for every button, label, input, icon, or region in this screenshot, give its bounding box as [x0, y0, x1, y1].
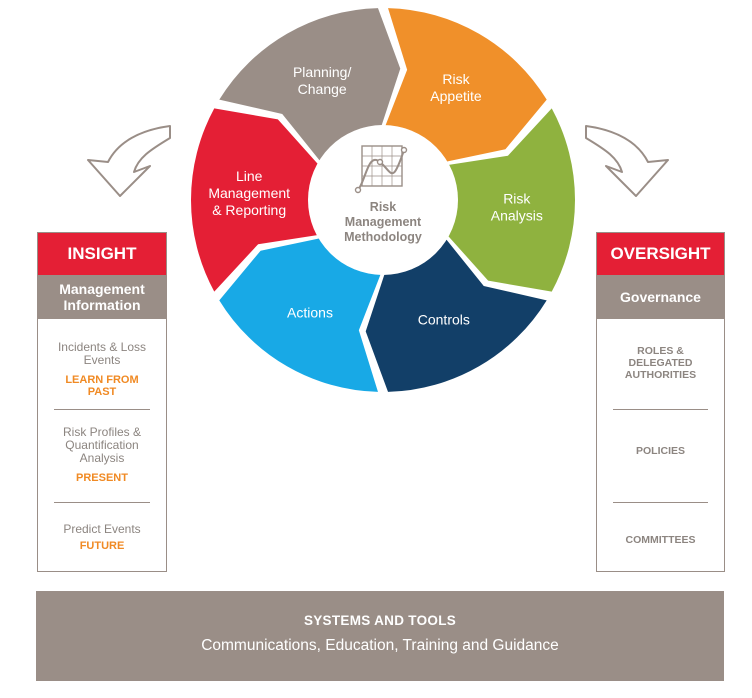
oversight-panel: OVERSIGHT Governance ROLES & DELEGATED A… [596, 232, 725, 572]
segment-planning-label-line2: Change [298, 81, 347, 97]
insight-item-past: Incidents & Loss Events LEARN FROM PAST [38, 340, 166, 399]
insight-tag-present: PRESENT [76, 472, 128, 484]
segment-risk-appetite [384, 8, 547, 162]
insight-item-future: Predict Events FUTURE [38, 522, 166, 553]
segment-risk-analysis-label-line2: Analysis [491, 208, 543, 224]
insight-item-present: Risk Profiles & Quantification Analysis … [38, 425, 166, 485]
curved-arrow-right-icon [585, 125, 669, 197]
insight-item-present-line3: Analysis [79, 451, 125, 465]
oversight-subtitle: Governance [597, 275, 724, 319]
segment-risk-appetite-label-line2: Appetite [430, 88, 482, 104]
center-label-line1: Risk [370, 200, 396, 214]
oversight-item-policies: POLICIES [635, 445, 685, 457]
center-label-line3: Methodology [344, 230, 422, 244]
oversight-divider-2 [613, 502, 708, 503]
systems-tools-bar: SYSTEMS AND TOOLS Communications, Educat… [36, 591, 724, 681]
oversight-divider-1 [613, 409, 708, 410]
chart-icon [354, 145, 408, 194]
oversight-item-roles-line2: DELEGATED [628, 357, 693, 369]
insight-divider-1 [54, 409, 150, 410]
oversight-item-roles: ROLES & DELEGATED AUTHORITIES [597, 345, 724, 381]
insight-item-present-line1: Risk Profiles & [62, 425, 142, 439]
segment-line-management-label-line2: Management [208, 185, 290, 201]
segment-planning [219, 8, 401, 162]
center-label-line2: Management [345, 215, 422, 229]
systems-tools-title: SYSTEMS AND TOOLS [303, 613, 457, 628]
segment-controls-label-line1: Controls [418, 311, 470, 327]
segment-line-management-label-line1: Line [236, 168, 263, 184]
insight-subtitle: Management Information [38, 275, 166, 319]
insight-subtitle-line2: Information [63, 297, 141, 313]
systems-tools-subtitle: Communications, Education, Training and … [201, 637, 559, 654]
insight-tag-learn: LEARN FROM [65, 374, 139, 386]
center-circle [308, 125, 458, 275]
segment-risk-appetite-label-line1: Risk [442, 71, 470, 87]
insight-item-past-line2: Events [83, 353, 121, 367]
segment-line-management [191, 108, 319, 292]
segment-line-management-label-line3: & Reporting [212, 202, 286, 218]
oversight-item-roles-line1: ROLES & [637, 345, 684, 357]
oversight-item-roles-line3: AUTHORITIES [624, 369, 697, 381]
segment-actions-label-line1: Actions [287, 304, 333, 320]
insight-item-future-line1: Predict Events [63, 522, 141, 536]
segment-planning-label-line1: Planning/ [293, 64, 351, 80]
oversight-title: OVERSIGHT [597, 233, 724, 275]
insight-item-present-line2: Quantification [65, 438, 139, 452]
insight-item-past-line1: Incidents & Loss [57, 340, 147, 354]
segment-controls [365, 238, 547, 392]
insight-title: INSIGHT [38, 233, 166, 275]
insight-panel: INSIGHT Management Information Incidents… [37, 232, 167, 572]
segment-risk-analysis [447, 108, 576, 292]
insight-subtitle-line1: Management [59, 281, 145, 297]
insight-tag-past: PAST [87, 386, 117, 398]
curved-arrow-left-icon [87, 125, 171, 197]
insight-divider-2 [54, 502, 150, 503]
segment-actions [219, 238, 382, 392]
oversight-item-committees: COMMITTEES [625, 534, 696, 546]
insight-tag-future: FUTURE [79, 540, 125, 552]
segment-risk-analysis-label-line1: Risk [503, 191, 531, 207]
